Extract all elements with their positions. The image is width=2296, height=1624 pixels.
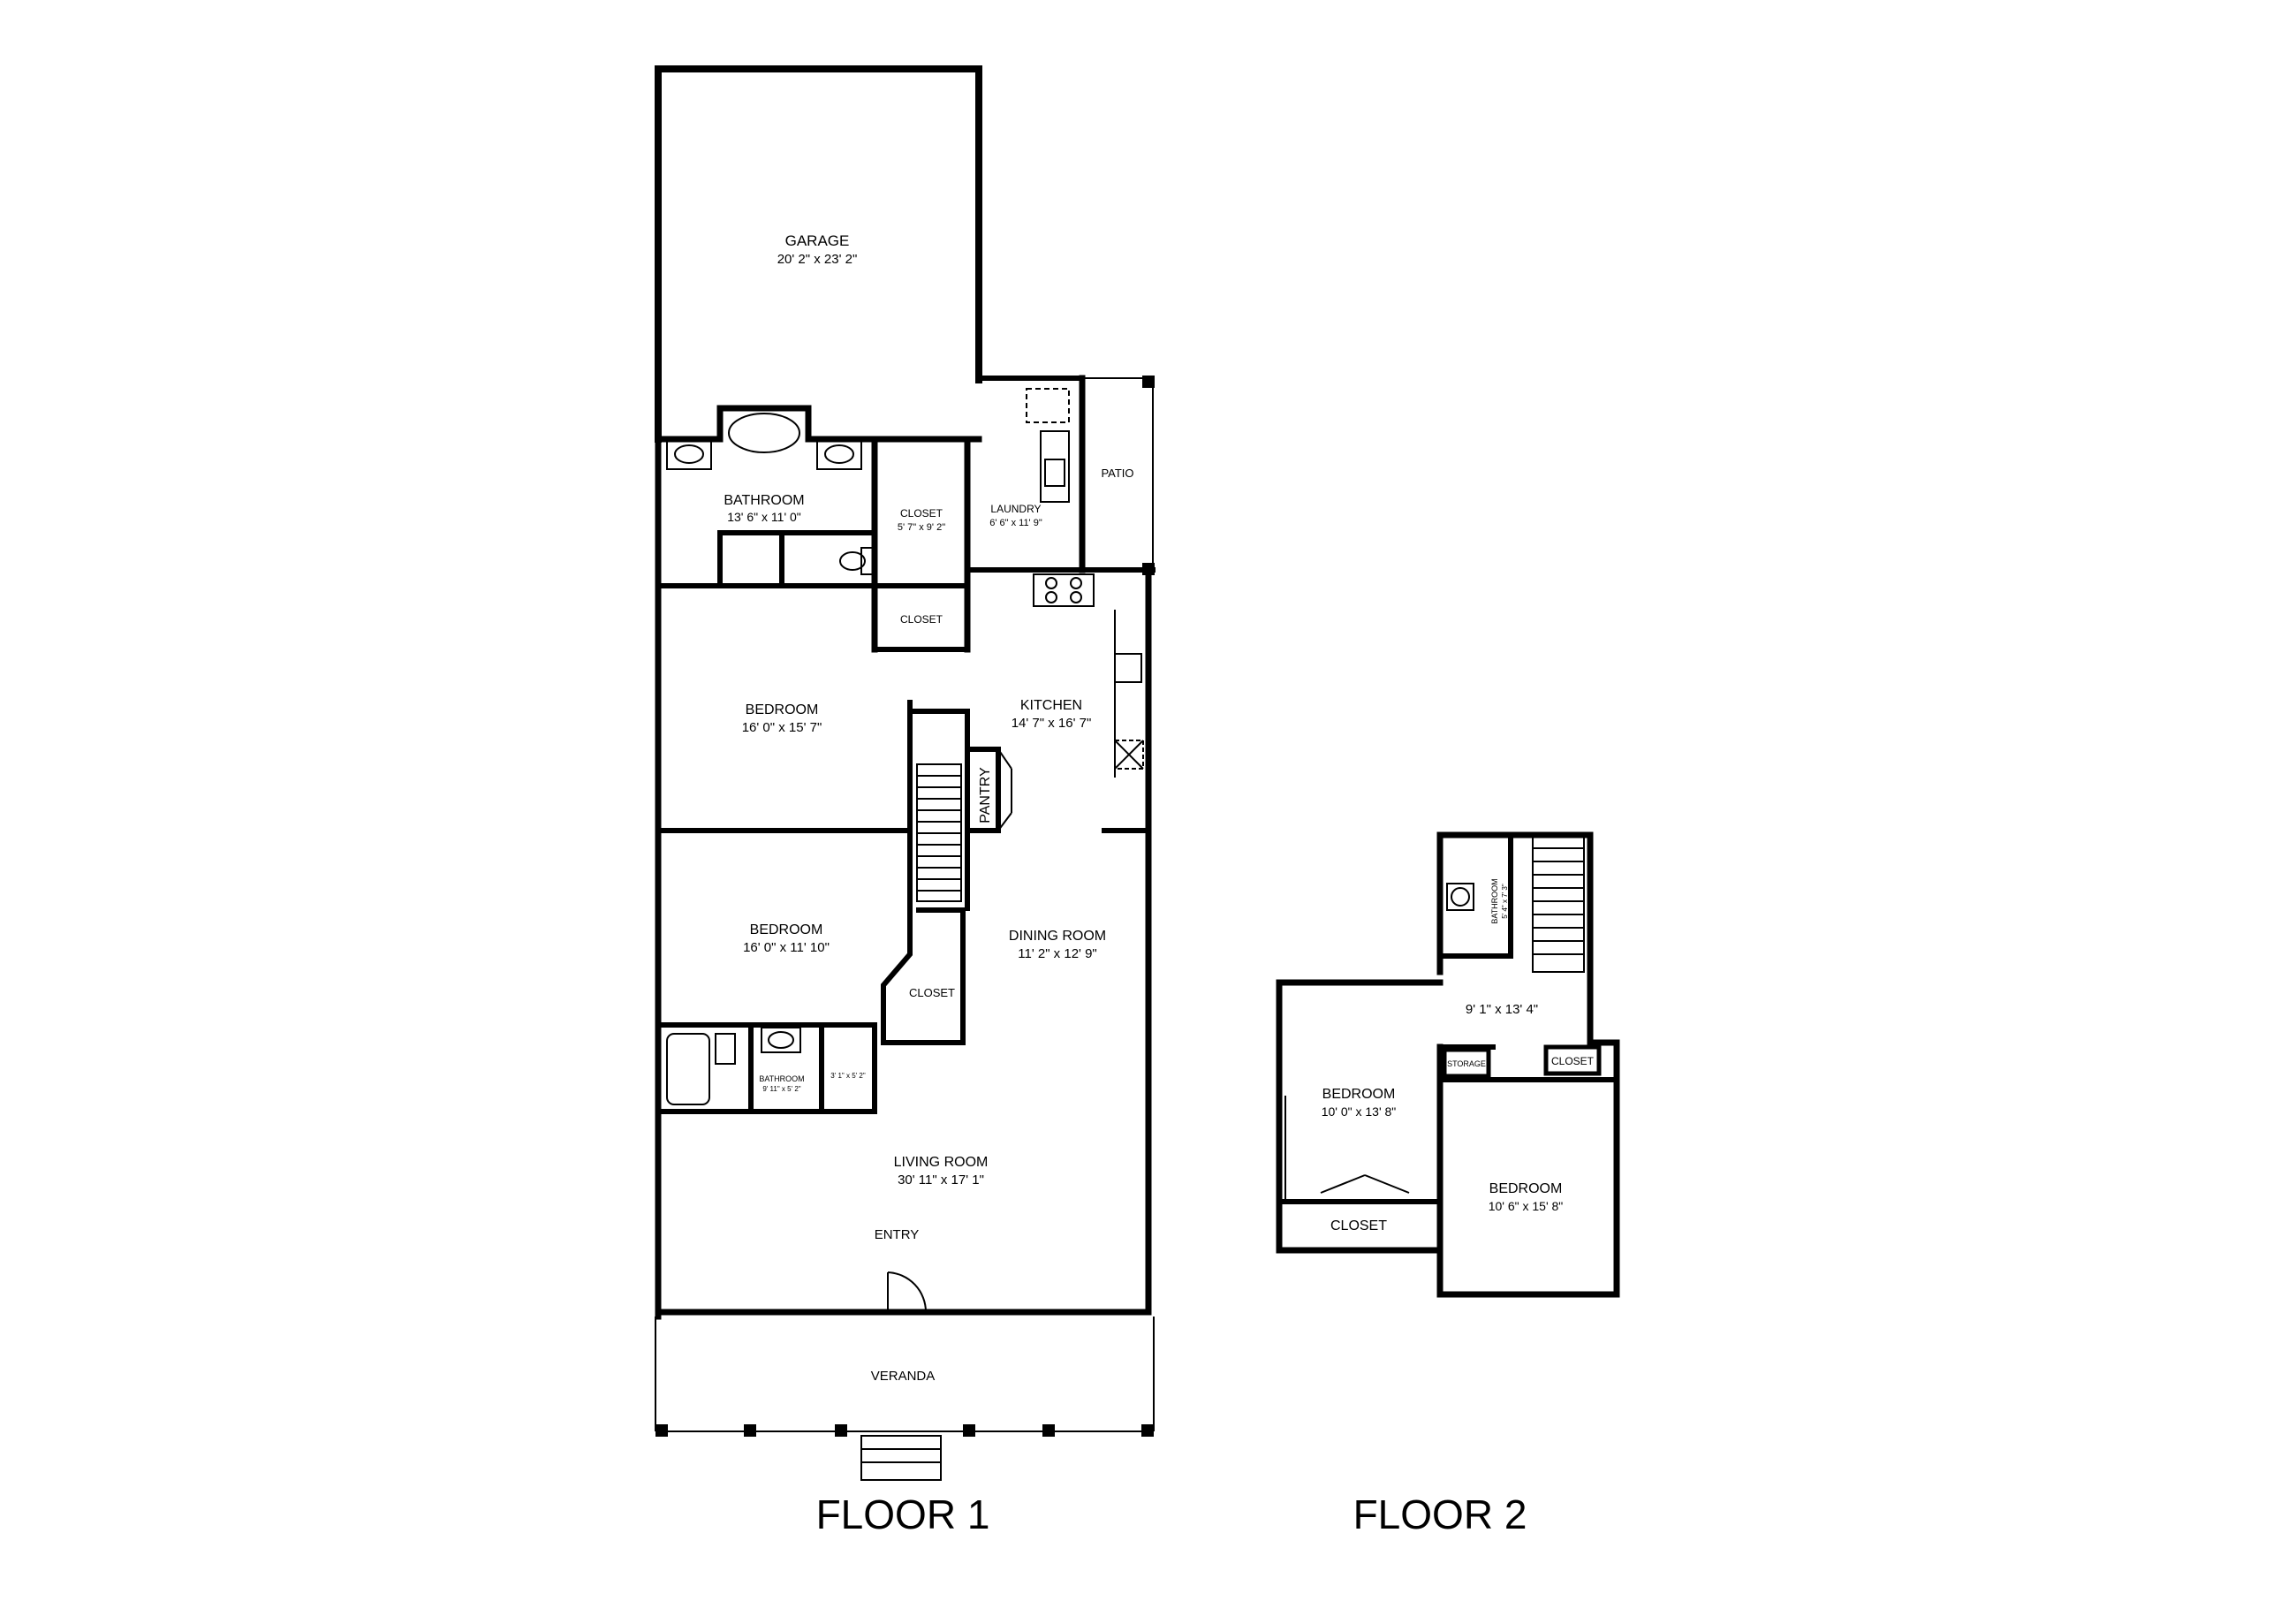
laundry-dims: 6' 6" x 11' 9" [989,518,1042,528]
dining-living-walls [655,827,1152,1316]
veranda-outline [655,1317,1155,1481]
bedroom1-walls [655,700,1012,911]
bedroom-1-label: BEDROOM [746,702,819,717]
f2-bathroom-label: BATHROOM [1490,878,1499,923]
garage-label: GARAGE [785,232,850,249]
floor-2-plan: BATHROOM 5' 4" x 7' 3" 9' 1" x 13' 4" ST… [1276,831,1620,1537]
dining-room-dims: 11' 2" x 12' 9" [1018,946,1097,961]
entry-door [887,1271,928,1313]
bathroom-main-dims: 13' 6" x 11' 0" [727,510,801,524]
bedroom-2-dims: 16' 0" x 11' 10" [743,940,830,955]
pantry-label: PANTRY [978,767,993,823]
patio-outline [1082,376,1155,575]
living-room-dims: 30' 11" x 17' 1" [898,1172,984,1188]
hall-small-dims: 3' 1" x 5' 2" [830,1072,866,1080]
kitchen-dims: 14' 7" x 16' 7" [1012,716,1092,731]
kitchen-walls [965,566,1152,834]
bathroom-main-label: BATHROOM [724,493,804,508]
bathroom-row-walls [655,405,982,1320]
closet-b-label: CLOSET [900,613,943,626]
f2-closet-left-label: CLOSET [1330,1218,1387,1233]
f2-storage-label: STORAGE [1447,1059,1486,1068]
f2-bedroom-right-label: BEDROOM [1489,1181,1563,1196]
f2-bedroom-left-label: BEDROOM [1322,1087,1396,1102]
f2-landing-dims: 9' 1" x 13' 4" [1466,1002,1538,1017]
floor-1-title: FLOOR 1 [816,1491,990,1537]
bedroom2-walls [655,906,966,1116]
closet-a-dims: 5' 7" x 9' 2" [898,522,945,533]
closet-c-label: CLOSET [909,986,955,999]
floor-1-plan: GARAGE 20' 2" x 23' 2" BATHROOM 13' 6" x… [655,65,1156,1537]
laundry-label: LAUNDRY [990,503,1041,515]
kitchen-label: KITCHEN [1020,698,1082,713]
living-room-label: LIVING ROOM [894,1155,989,1170]
floor-2-title: FLOOR 2 [1353,1491,1527,1537]
veranda-label: VERANDA [871,1369,936,1384]
bedroom-1-dims: 16' 0" x 15' 7" [742,720,822,735]
floor1-stairs [916,763,962,902]
bathroom-small-label: BATHROOM [759,1074,804,1083]
f2-bedroom-right-dims: 10' 6" x 15' 8" [1489,1199,1564,1213]
f2-bedroom-left-dims: 10' 0" x 13' 8" [1322,1104,1397,1119]
entry-label: ENTRY [875,1227,920,1242]
garage-walls [655,65,1085,443]
garage-dims: 20' 2" x 23' 2" [777,252,858,267]
bathroom-small-dims: 9' 11" x 5' 2" [762,1085,800,1093]
patio-label: PATIO [1101,467,1133,480]
closet-a-label: CLOSET [900,507,943,520]
bedroom-2-label: BEDROOM [750,922,823,937]
f2-closet-small-label: CLOSET [1551,1055,1595,1067]
dining-room-label: DINING ROOM [1009,929,1106,944]
f2-bathroom-dims: 5' 4" x 7' 3" [1501,884,1509,919]
